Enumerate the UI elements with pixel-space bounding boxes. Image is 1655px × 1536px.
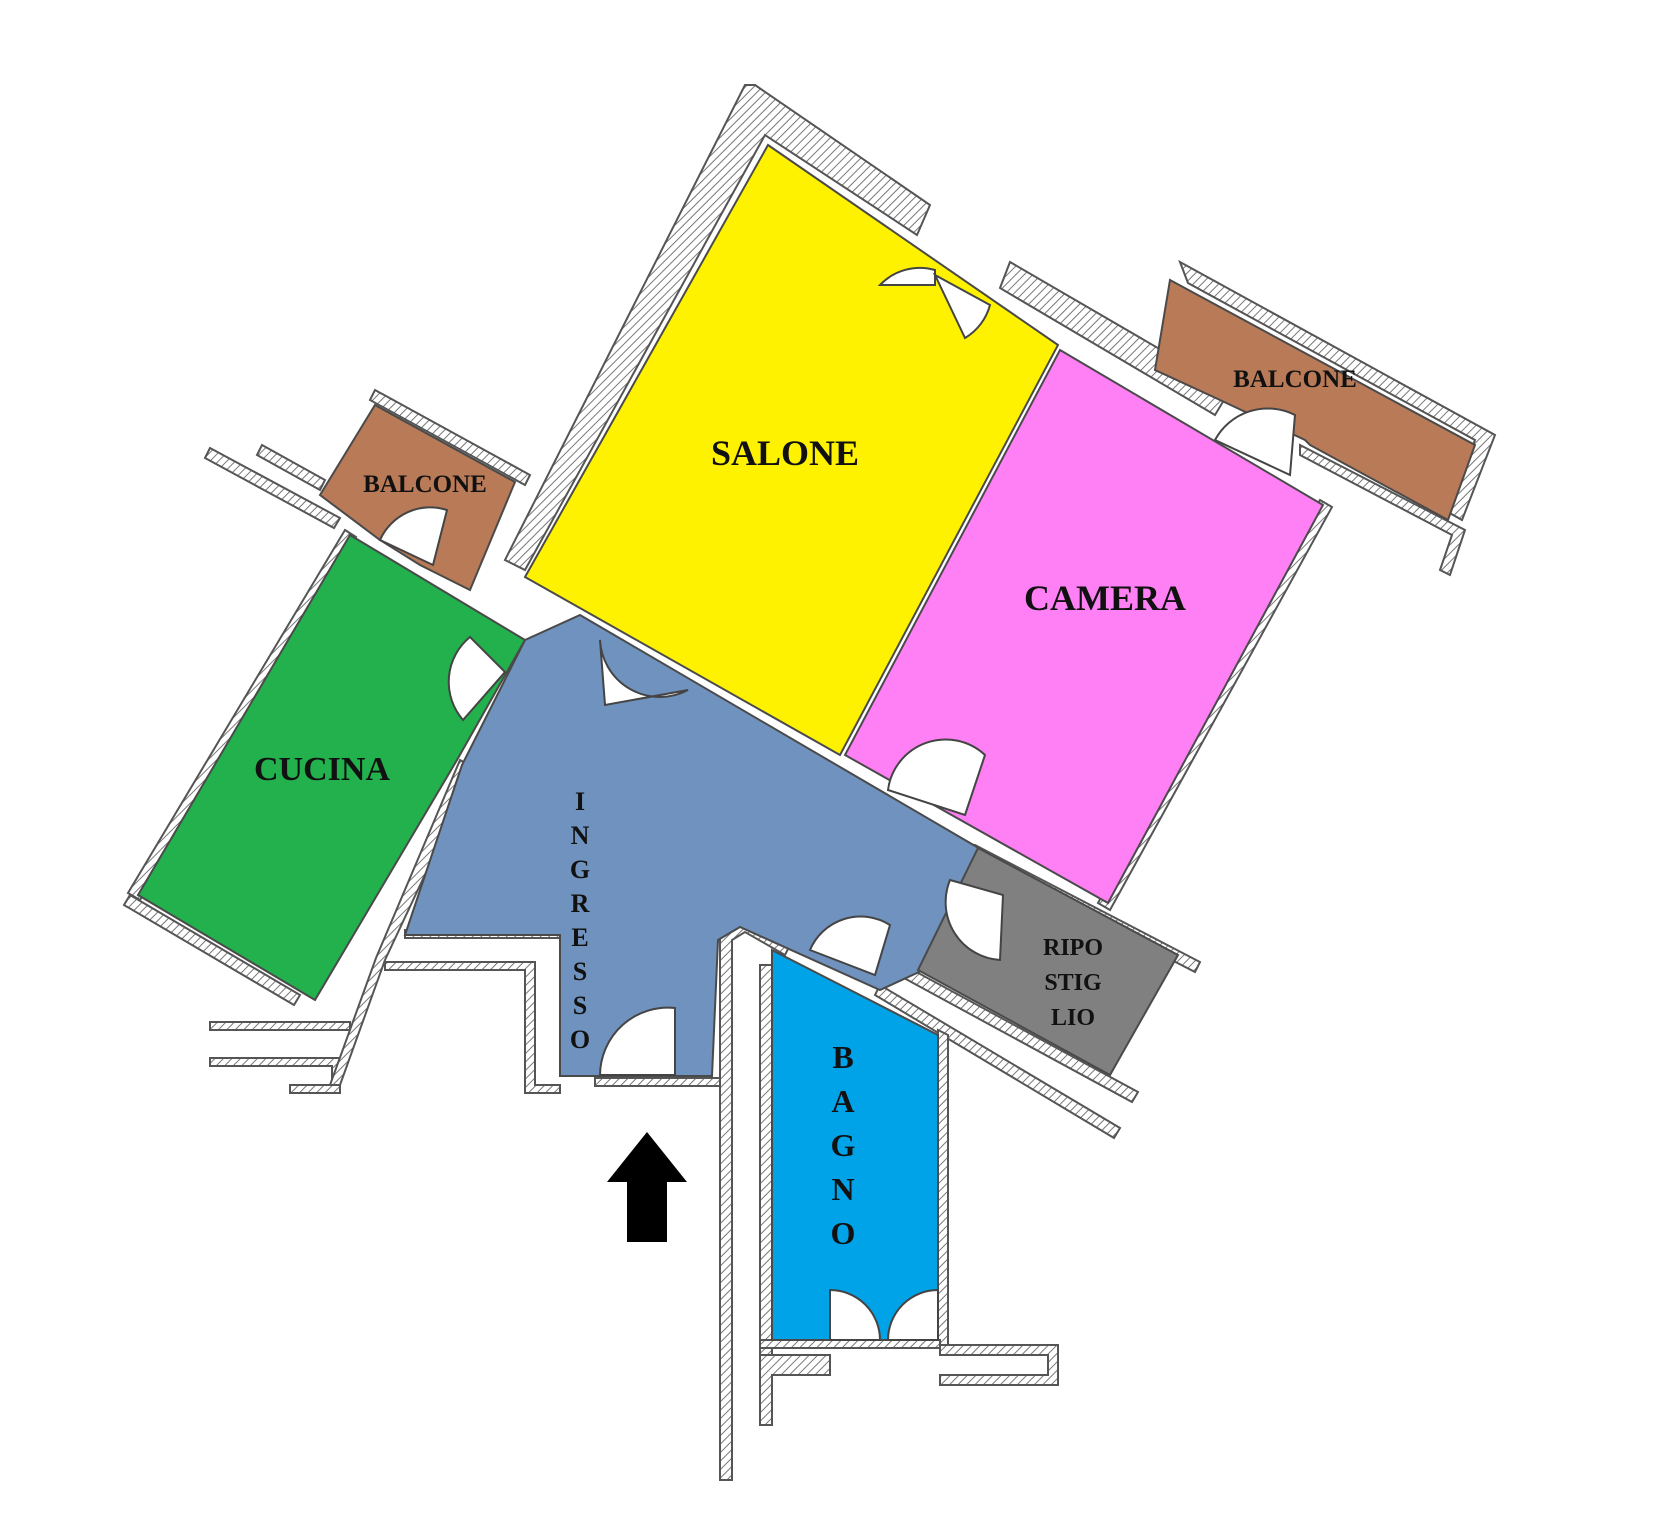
label-salone: SALONE: [711, 433, 859, 473]
room-labels: SALONE CAMERA CUCINA BALCONE BALCONE RIP…: [254, 366, 1357, 1251]
door-cucina: [447, 635, 507, 722]
label-ingresso-letter: S: [573, 991, 587, 1020]
door-ripostiglio: [944, 878, 1005, 962]
door-entrance: [598, 1006, 676, 1076]
label-ingresso-letter: N: [571, 821, 590, 850]
wall-segment: [759, 1339, 941, 1349]
label-bagno: B A G N O: [831, 1039, 856, 1251]
wall-segment: [368, 388, 532, 487]
label-ingresso-letter: E: [571, 923, 588, 952]
label-ingresso-letter: S: [573, 957, 587, 986]
room-cucina: [136, 533, 527, 1002]
door-bagno: [808, 915, 892, 977]
label-bagno-letter: O: [831, 1215, 856, 1251]
label-ingresso-letter: R: [571, 889, 590, 918]
label-bagno-letter: G: [831, 1127, 856, 1163]
wall-segment: [1299, 443, 1467, 577]
door-bagno-bottom-left: [829, 1288, 882, 1341]
door-salone-bottom: [599, 639, 689, 707]
label-ripostiglio: RIPO STIG LIO: [1043, 935, 1103, 1031]
door-balcone-left: [378, 506, 449, 567]
room-salone: [523, 143, 1060, 757]
door-balcone-right: [1213, 407, 1297, 477]
label-ripostiglio-line: STIG: [1044, 970, 1102, 996]
entrance-arrow-icon: [607, 1132, 687, 1242]
label-balcone-left: BALCONE: [363, 471, 487, 498]
wall-segment: [255, 443, 327, 492]
wall-segment: [939, 1344, 1059, 1386]
label-ingresso-letter: O: [570, 1025, 590, 1054]
wall-segment: [759, 964, 773, 1356]
wall-segment: [594, 1077, 721, 1087]
wall-segment: [873, 983, 1122, 1140]
label-bagno-letter: N: [831, 1171, 854, 1207]
label-ingresso-letter: G: [570, 855, 590, 884]
label-bagno-letter: A: [831, 1083, 854, 1119]
room-balcone-right: [1153, 278, 1477, 522]
wall-segment: [209, 1057, 341, 1094]
door-salone-top-2: [932, 272, 992, 340]
wall-segment: [759, 1354, 831, 1426]
doors: [378, 266, 1297, 1341]
label-cucina: CUCINA: [254, 751, 390, 788]
label-balcone-right: BALCONE: [1233, 366, 1357, 393]
label-ripostiglio-line: LIO: [1051, 1005, 1095, 1031]
door-camera: [886, 738, 987, 817]
wall-segment: [503, 84, 932, 572]
wall-segment: [203, 446, 342, 530]
door-bagno-bottom-right: [886, 1288, 939, 1341]
label-ingresso: I N G R E S S O: [570, 787, 590, 1054]
label-camera: CAMERA: [1024, 578, 1186, 618]
wall-segment: [384, 961, 561, 1094]
label-ripostiglio-line: RIPO: [1043, 935, 1103, 961]
door-salone-top: [877, 266, 936, 286]
wall-segment: [937, 1028, 949, 1348]
label-bagno-letter: B: [832, 1039, 853, 1075]
label-ingresso-letter: I: [575, 787, 585, 816]
wall-segment: [209, 1021, 351, 1031]
wall-segment: [122, 893, 302, 1007]
